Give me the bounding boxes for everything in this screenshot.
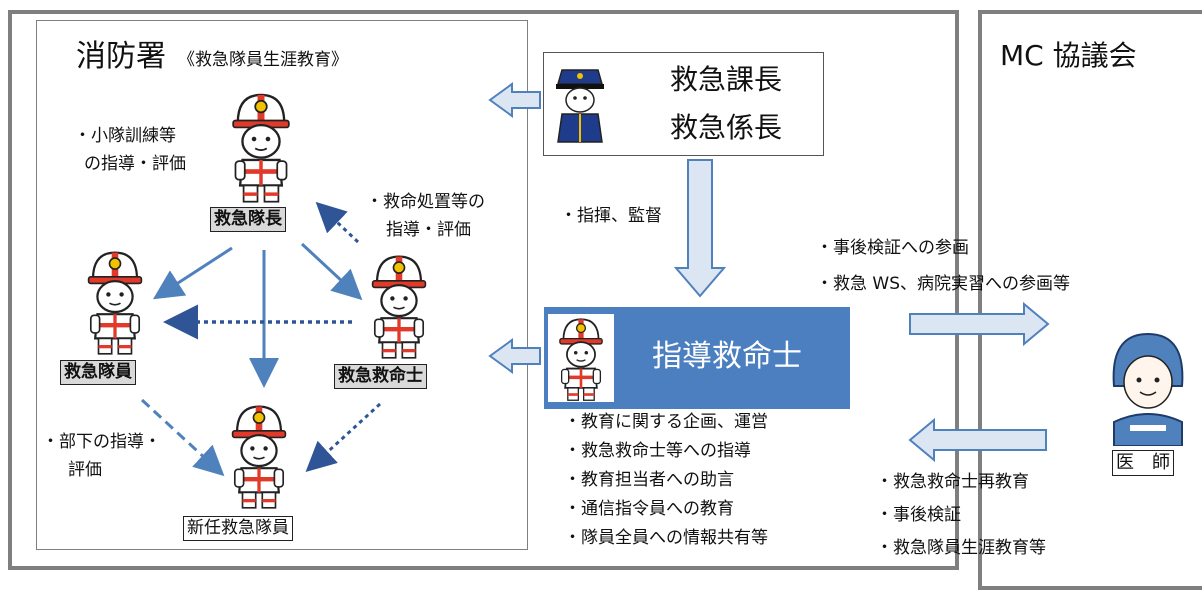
instructor-duty: ・救急救命士等への指導 <box>564 441 751 461</box>
instructor-duty: ・教育担当者への助言 <box>564 470 734 490</box>
new-member-figure-icon <box>230 404 288 510</box>
instructor-duty: ・隊員全員への情報共有等 <box>564 528 768 548</box>
paramedic-label: 救急救命士 <box>334 364 427 389</box>
doctor-duties: ・救急救命士再教育 ・事後検証 ・救急隊員生涯教育等 <box>876 474 1046 557</box>
instructor-title: 指導救命士 <box>652 339 802 374</box>
mc-note-1: ・事後検証への参画 <box>816 238 969 258</box>
arrow-paramedic-to-new <box>305 402 382 473</box>
paramedic-note-1: ・救命処置等の <box>366 192 485 212</box>
arrow-to-doctor <box>909 301 1050 347</box>
paramedic-figure-icon <box>370 254 428 360</box>
arrow-member-to-new <box>140 398 225 477</box>
chief-line-1: 救急課長 <box>670 63 783 96</box>
arrow-from-doctor <box>908 417 1047 463</box>
instructor-duties: ・教育に関する企画、運営 ・救急救命士等への指導 ・教育担当者への助言 ・通信指… <box>564 414 768 547</box>
mc-note-2: ・救急 WS、病院実習への参画等 <box>816 274 1071 294</box>
instructor-duty: ・通信指令員への教育 <box>564 499 734 519</box>
captain-note-2: の指導・評価 <box>84 154 186 174</box>
member-figure-icon <box>86 250 144 356</box>
arrow-chief-to-instructor <box>673 159 727 298</box>
arrow-chief-to-station <box>488 82 541 118</box>
arrow-instructor-to-station <box>488 338 541 374</box>
fire-station-frame <box>36 20 528 550</box>
mc-council-title: MC 協議会 <box>1000 39 1137 72</box>
chief-line-2: 救急係長 <box>670 111 783 144</box>
new-member-label: 新任救急隊員 <box>183 516 293 541</box>
captain-figure-icon <box>231 93 291 204</box>
captain-note-1: ・小隊訓練等 <box>74 126 176 146</box>
doctor-duty: ・事後検証 <box>876 505 961 525</box>
member-note-2: 評価 <box>68 460 102 480</box>
captain-label: 救急隊長 <box>210 207 286 232</box>
arrow-captain-to-paramedic <box>300 242 363 301</box>
paramedic-note-2: 指導・評価 <box>386 220 471 240</box>
member-note-1: ・部下の指導・ <box>42 432 161 452</box>
doctor-duty: ・救急救命士再教育 <box>876 472 1029 492</box>
doctor-label: 医 師 <box>1112 450 1174 476</box>
arrow-captain-to-member <box>152 246 233 300</box>
doctor-icon <box>1112 332 1184 446</box>
outer-frame <box>8 10 959 570</box>
arrows-layer <box>140 82 1050 477</box>
fire-station-title: 消防署 <box>76 39 166 74</box>
doctor-duty: ・救急隊員生涯教育等 <box>876 538 1046 558</box>
instructor-duty: ・教育に関する企画、運営 <box>564 412 768 432</box>
fire-station-subtitle: 《救急隊員生涯教育》 <box>178 50 348 70</box>
member-label: 救急隊員 <box>60 360 136 385</box>
arrow-paramedic-to-captain <box>315 201 360 244</box>
command-note: ・指揮、監督 <box>560 206 662 226</box>
